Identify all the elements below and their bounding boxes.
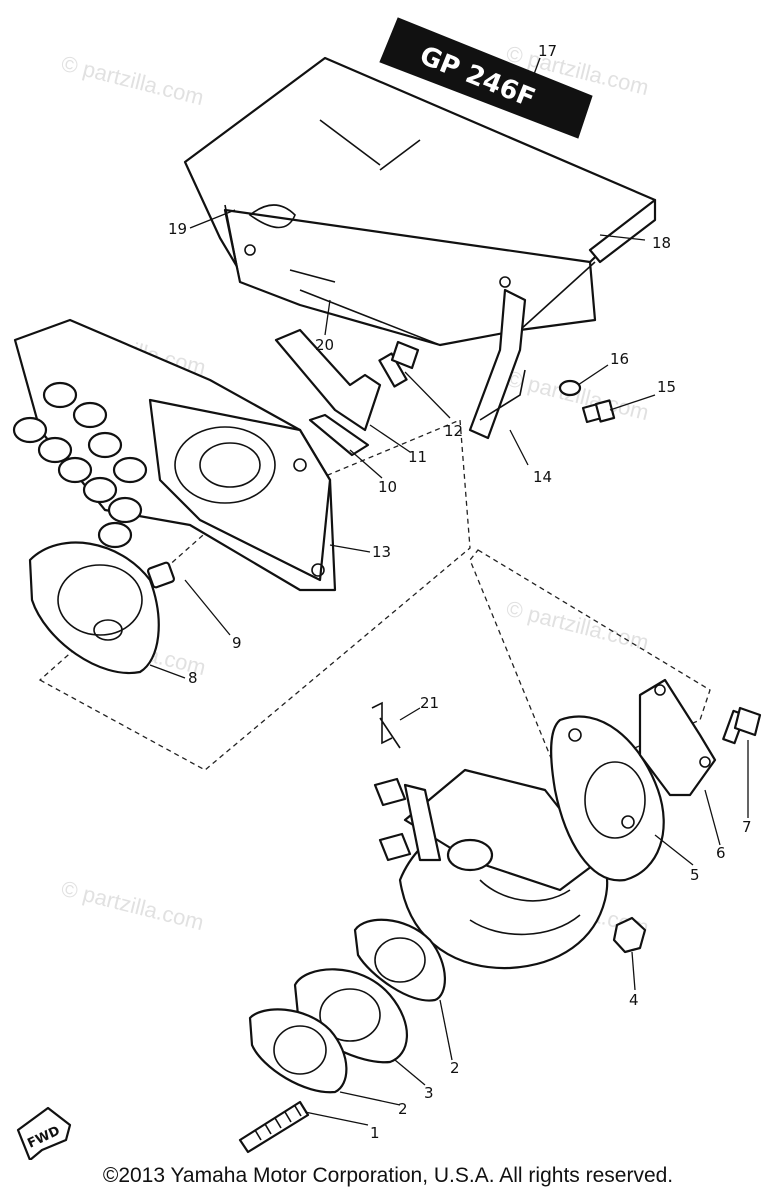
nut-4: [612, 916, 647, 954]
callout-18: 18: [652, 234, 671, 252]
callout-9: 9: [232, 634, 242, 652]
bolt-12: [378, 340, 420, 388]
watermark: © partzilla.com: [504, 366, 652, 426]
callout-15: 15: [657, 378, 676, 396]
clip-21: [371, 701, 401, 749]
gasket-2-lower: [248, 1008, 348, 1094]
gasket-2-upper: [353, 918, 446, 1002]
stud-1: [238, 1100, 310, 1154]
callout-8: 8: [188, 669, 198, 687]
callout-10: 10: [378, 478, 397, 496]
intake-manifold-13: [12, 318, 337, 592]
watermark: © partzilla.com: [59, 876, 207, 936]
watermark: © partzilla.com: [59, 51, 207, 111]
gasket-5: [549, 715, 665, 882]
choke-lever: [403, 783, 442, 862]
callout-7: 7: [742, 818, 752, 836]
gasket-8: [28, 541, 160, 675]
callout-1: 1: [370, 1124, 380, 1142]
callout-2a: 2: [450, 1059, 460, 1077]
callout-6: 6: [716, 844, 726, 862]
callout-14: 14: [533, 468, 552, 486]
assembly-dashed-outline: [38, 419, 471, 771]
callout-13: 13: [372, 543, 391, 561]
inlet-boss: [248, 204, 296, 229]
callouts: 17 18 19 20 16 15 12 11 10 14 13 9 8 21 …: [168, 42, 752, 1142]
callout-20: 20: [315, 336, 334, 354]
callout-16: 16: [610, 350, 629, 368]
bracket-14: [468, 288, 527, 440]
gasket-10: [308, 413, 370, 457]
watermark: © partzilla.com: [504, 596, 652, 656]
washer-16: [558, 379, 582, 397]
side-rail-18: [588, 198, 657, 264]
callout-5: 5: [690, 866, 700, 884]
seal-20: [289, 269, 336, 283]
exploded-view-drawing: © partzilla.com © partzilla.com © partzi…: [12, 17, 762, 1162]
callout-3: 3: [424, 1084, 434, 1102]
leader-lines: [149, 57, 749, 1126]
fwd-arrow: FWD: [16, 1106, 72, 1162]
callout-17: 17: [538, 42, 557, 60]
callout-12: 12: [444, 422, 463, 440]
callout-19: 19: [168, 220, 187, 238]
bolt-7: [722, 706, 762, 745]
callout-4: 4: [629, 991, 639, 1009]
collar-9: [146, 561, 176, 589]
plate-6: [638, 678, 717, 797]
callout-2b: 2: [398, 1100, 408, 1118]
carburetor: [373, 768, 609, 970]
copyright-notice: ©2013 Yamaha Motor Corporation, U.S.A. A…: [102, 1164, 674, 1187]
callout-11: 11: [408, 448, 427, 466]
bracket-11: [274, 328, 382, 432]
callout-21: 21: [420, 694, 439, 712]
